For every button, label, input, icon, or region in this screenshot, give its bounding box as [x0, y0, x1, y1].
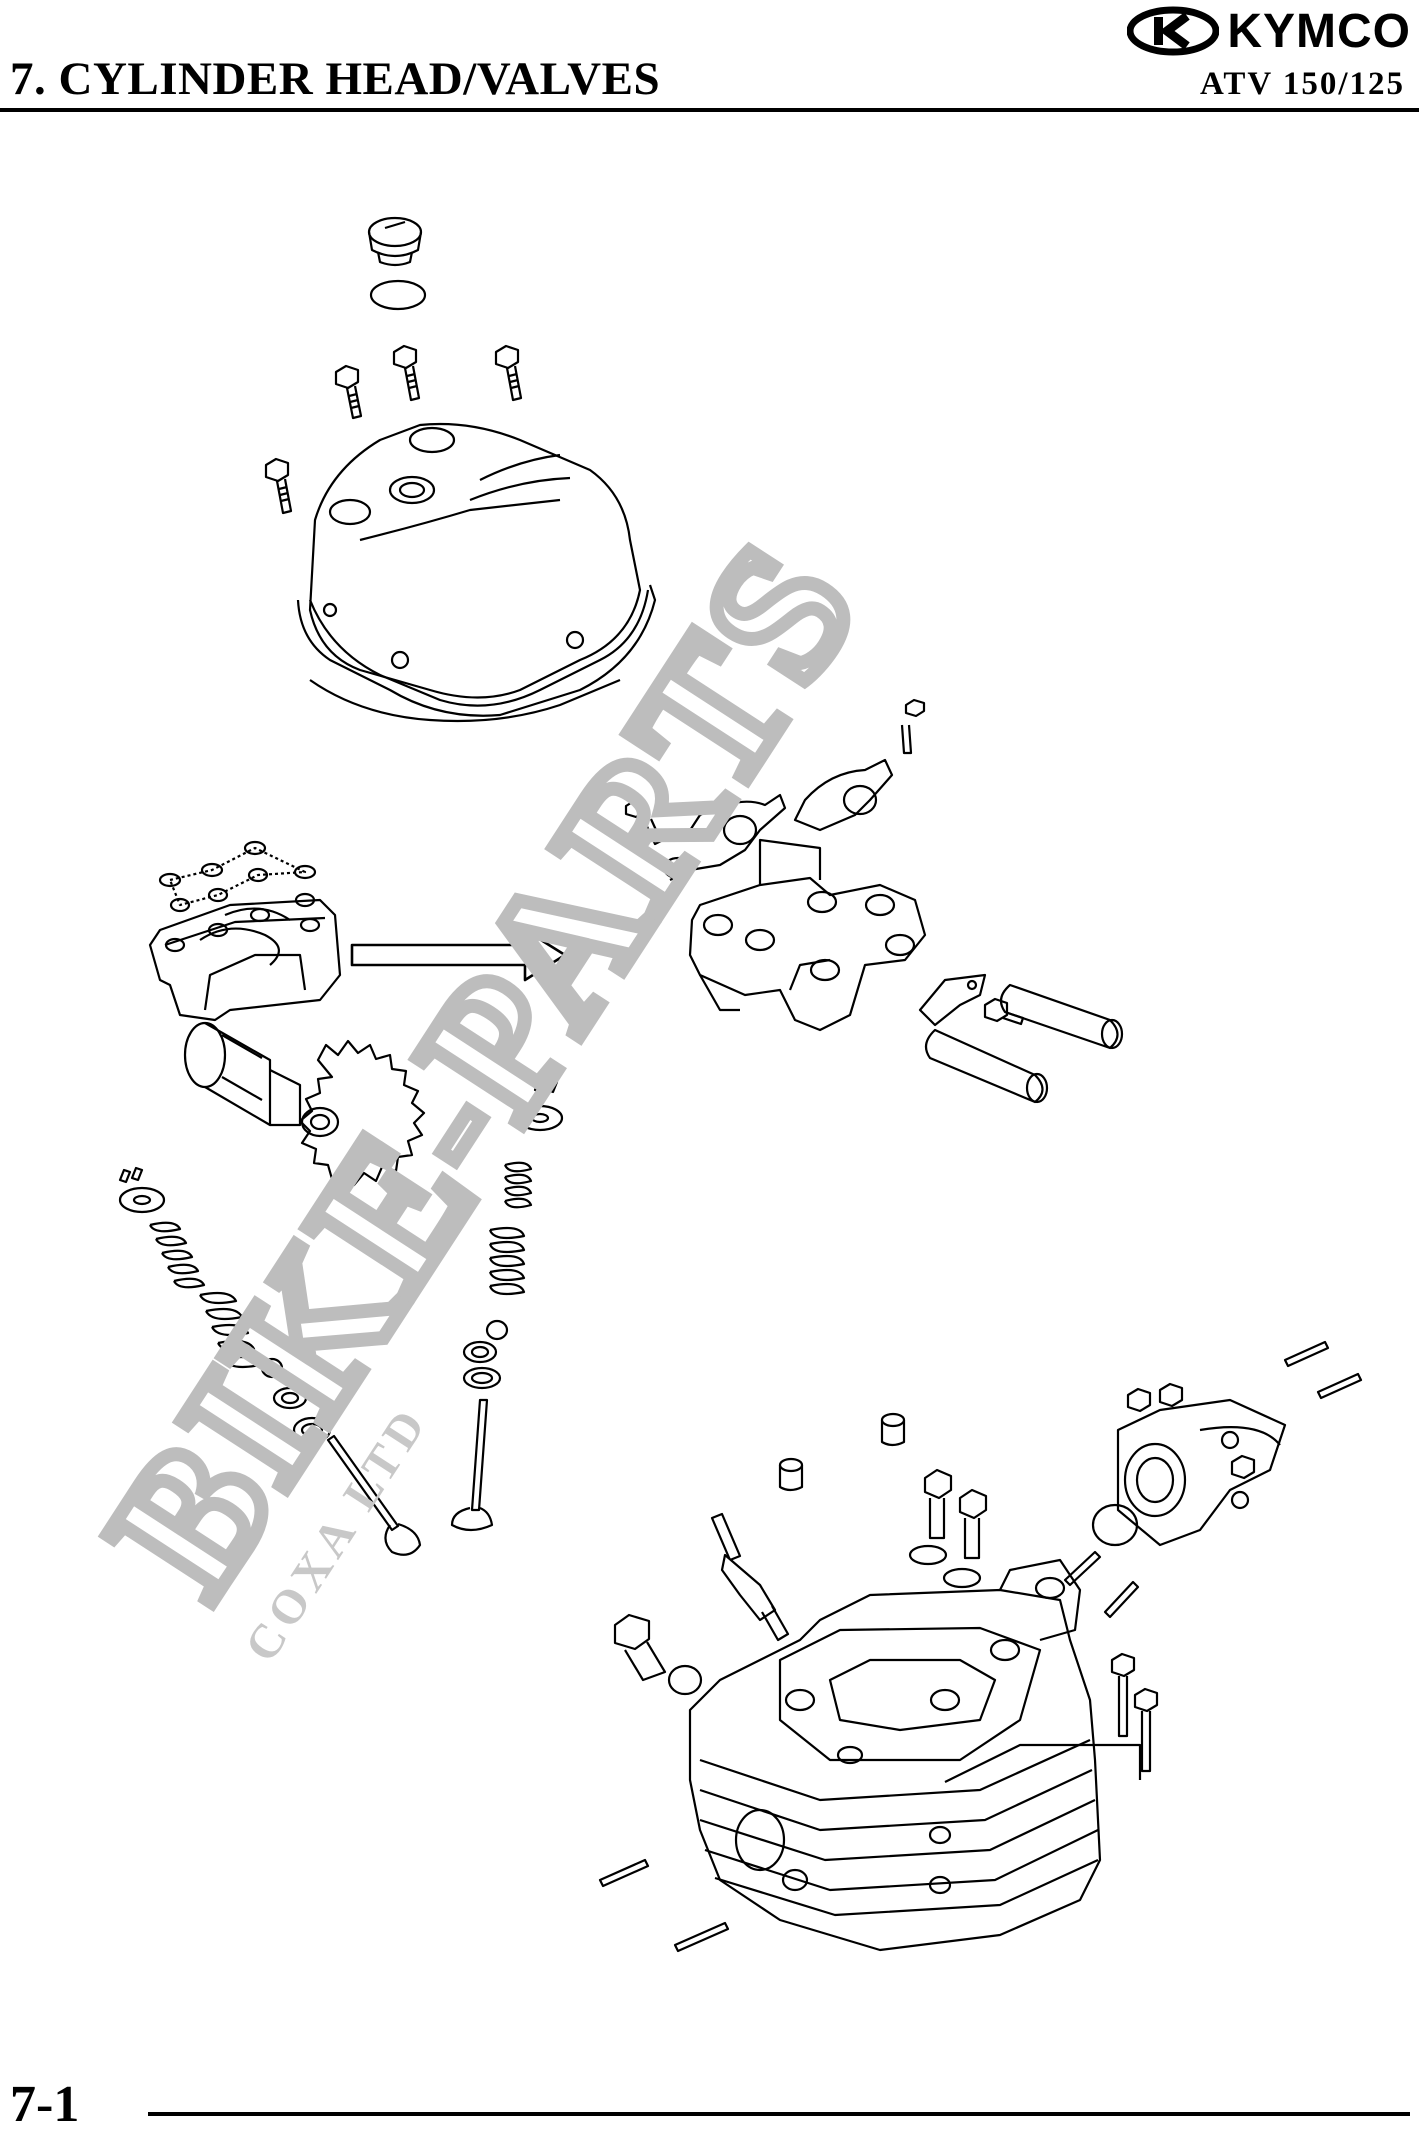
- cover-bolt: [264, 457, 293, 515]
- page-title: 7. CYLINDER HEAD/VALVES: [10, 53, 661, 105]
- model-label: ATV 150/125: [1199, 66, 1405, 102]
- adjusting-screw-nut: [624, 698, 926, 846]
- spring-retainer: [118, 1104, 564, 1214]
- valve-spring: [149, 1161, 533, 1369]
- footer-rule: [148, 2112, 1410, 2116]
- valve: [326, 1398, 494, 1556]
- page-number: 7-1: [10, 2076, 80, 2133]
- stud-bolt: [598, 1340, 1363, 1953]
- valve-stem-seal: [260, 1319, 509, 1379]
- assembly-arrow: [350, 928, 567, 982]
- intake-pipe: [1116, 1398, 1287, 1547]
- cylinder-head: [688, 1558, 1142, 1952]
- exploded-parts-diagram: [118, 216, 1363, 1953]
- cover-bolt: [392, 344, 421, 402]
- spark-plug: [710, 1512, 790, 1642]
- cover-bolt: [334, 364, 363, 420]
- rocker-arm: [793, 758, 894, 832]
- shaft-stopper-plate: [918, 973, 1025, 1027]
- cover-bolt: [494, 344, 523, 402]
- cam-sprocket: [298, 1039, 426, 1187]
- spring-seat: [272, 1340, 502, 1444]
- filler-cap-o-ring: [369, 279, 427, 311]
- camshaft: [183, 1021, 302, 1127]
- cam-chain-tensioner-bolt: [613, 1613, 703, 1696]
- page-header: 7. CYLINDER HEAD/VALVES KYMCO ATV 150/12…: [0, 0, 1419, 115]
- brand-name: KYMCO: [1227, 4, 1411, 58]
- cylinder-head-cover: [296, 422, 657, 723]
- brand-block: KYMCO: [1127, 4, 1411, 58]
- intake-o-ring: [1091, 1503, 1139, 1547]
- kymco-logo-icon: [1127, 6, 1220, 56]
- valve-cotter: [118, 1078, 559, 1184]
- stud-bolt-cap: [908, 1468, 988, 1589]
- cylinder-head-bolt: [1110, 1652, 1159, 1773]
- header-rule: [0, 108, 1419, 112]
- rocker-holder-assembly: [148, 840, 342, 1022]
- rocker-arm: [662, 793, 787, 881]
- intake-nut: [1126, 1382, 1256, 1480]
- rocker-shaft: [924, 983, 1124, 1104]
- rocker-arm-holder: [688, 838, 927, 1032]
- filler-cap: [367, 216, 423, 267]
- dowel-pin: [778, 1412, 906, 1492]
